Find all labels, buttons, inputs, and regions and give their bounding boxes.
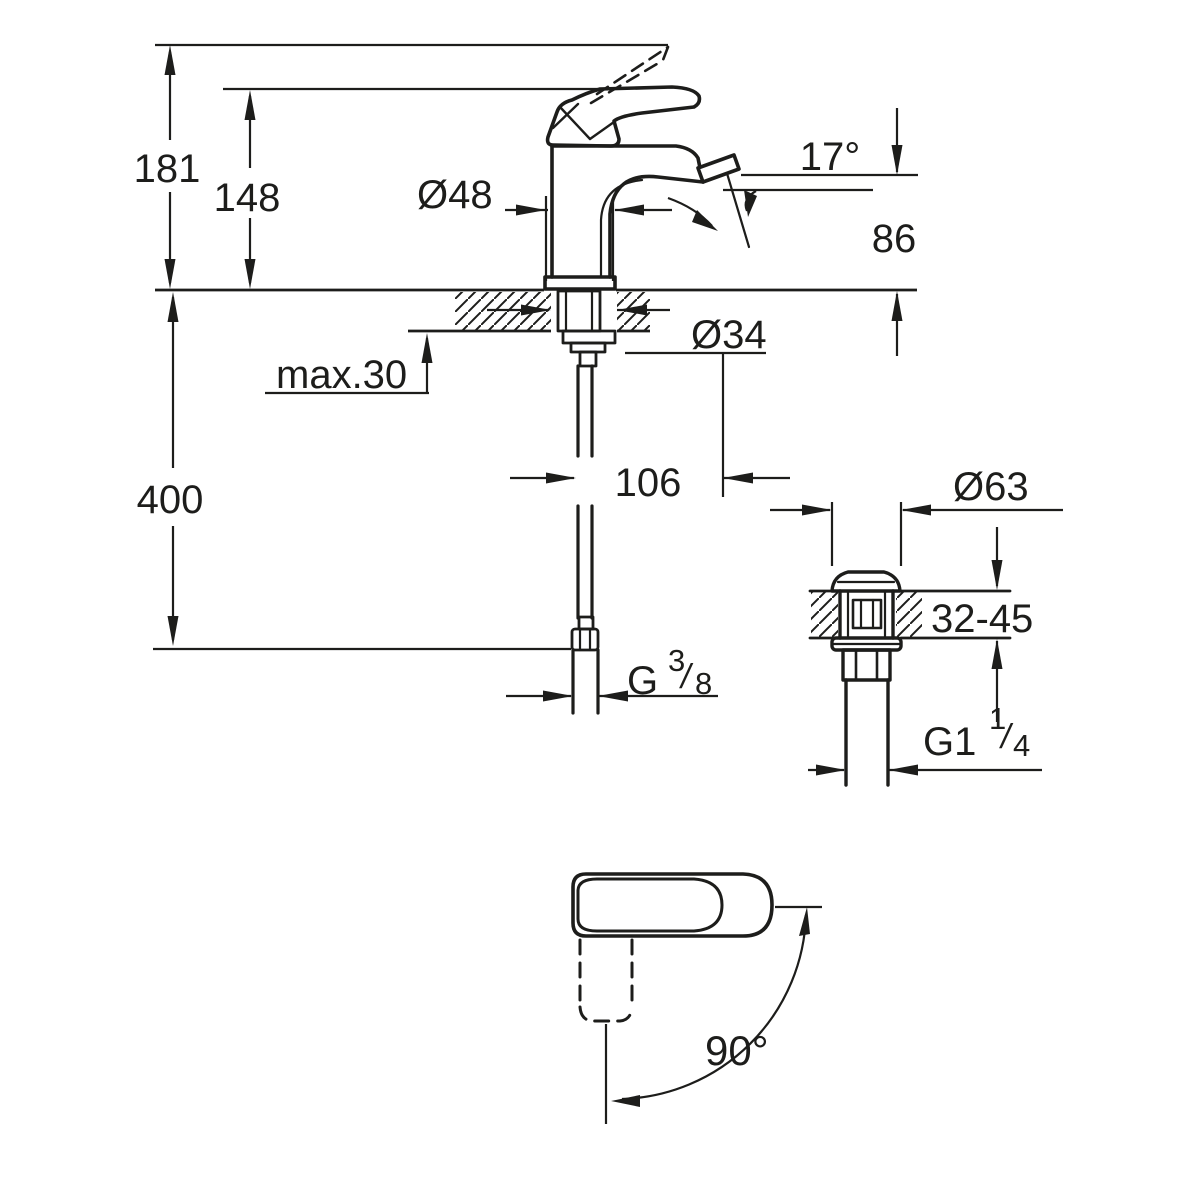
dim-spout-height: 86 <box>872 217 917 261</box>
waste-body <box>838 589 895 640</box>
dim-waste-diameter: Ø63 <box>953 465 1029 509</box>
deck-hatch-left <box>455 292 551 330</box>
dim-waste-deck-range: 32-45 <box>931 597 1033 641</box>
handle-facets <box>551 102 616 141</box>
dim-handle-height: 148 <box>214 176 281 220</box>
hose-thread-numerator: 3 <box>668 643 685 678</box>
deck-hatch-right <box>617 292 650 330</box>
dim-hole-diameter: Ø34 <box>691 313 767 357</box>
dim-handle-swivel-angle: 90° <box>705 1027 769 1074</box>
dim-spout-projection: 106 <box>615 461 682 505</box>
handle-top-lever <box>576 877 724 933</box>
waste-thread-slash: / <box>999 718 1014 756</box>
popup-waste-section <box>808 570 1012 787</box>
body-inner-line <box>599 178 644 279</box>
hose-thread-denominator: 8 <box>695 666 712 701</box>
waste-hatch-left <box>811 592 838 637</box>
body-hidden-dashed <box>578 938 634 1023</box>
waste-thread-label: G1 1 / 4 <box>923 701 1030 764</box>
faucet-side-view <box>455 45 751 715</box>
waste-thread-prefix: G1 <box>923 720 976 764</box>
waste-thread-numerator: 1 <box>989 701 1006 736</box>
dimension-labels: 181 148 Ø48 17° 86 max.30 Ø34 400 106 Ø6… <box>134 135 1034 1074</box>
waste-hex-nut <box>841 648 892 682</box>
aerator <box>696 153 741 184</box>
dim-total-height: 181 <box>134 147 201 191</box>
dim-spout-angle: 17° <box>800 135 861 179</box>
dim-body-diameter: Ø48 <box>417 173 493 217</box>
waste-hatch-right <box>896 592 922 637</box>
body-top-spout <box>550 144 702 170</box>
flow-angle-line <box>724 168 751 249</box>
dim-hose-length: 400 <box>137 478 204 522</box>
handle-top-outline <box>571 872 774 938</box>
waste-thread-denominator: 4 <box>1013 728 1030 763</box>
hose-thread-slash: / <box>679 658 694 696</box>
waste-window <box>851 598 883 630</box>
handle-raised-dashed <box>589 45 670 105</box>
hose-thread-prefix: G <box>627 659 658 703</box>
handle-lever <box>545 85 702 148</box>
waste-tailpipe <box>844 678 890 787</box>
hose-thread-pipe <box>571 648 600 715</box>
escutcheon <box>543 275 617 291</box>
waste-dome-cap <box>830 570 902 593</box>
hose-thread-label: G 3 / 8 <box>627 643 712 703</box>
handle-top-view <box>571 872 774 1023</box>
dim-max-deck-thickness: max.30 <box>276 353 407 397</box>
supply-hose <box>576 364 594 620</box>
